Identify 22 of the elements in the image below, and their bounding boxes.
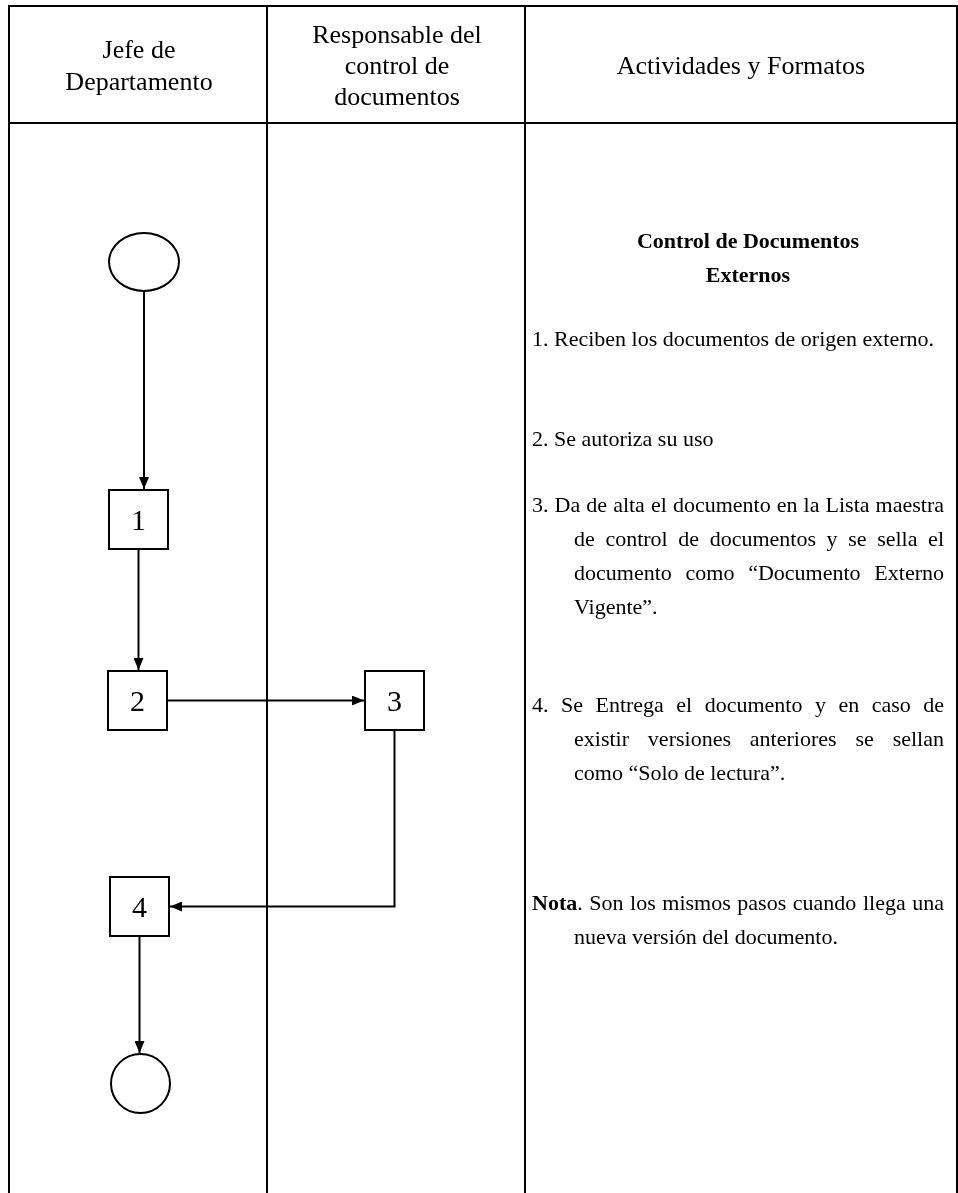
activity-text: 3. Da de alta el documento en la Lista maestra de control de documentos y se sella el documento como “Documento Externo Vigente”.: [532, 491, 944, 621]
terminal-circle: [110, 1053, 171, 1114]
process-box: 1: [108, 489, 169, 550]
activity-text: 1. Reciben los documentos de origen externo.: [532, 325, 935, 353]
lane-heading: Actividades y Formatos: [615, 49, 867, 82]
process-box: 2: [107, 670, 168, 731]
swimlane: [266, 5, 526, 1193]
activity-text: Nota. Son los mismos pasos cuando llega una nueva versión del documento.: [532, 889, 944, 951]
arrow: [133, 549, 144, 671]
activity-text: 2. Se autoriza su uso: [532, 425, 715, 453]
arrow: [134, 936, 145, 1054]
process-box: 4: [109, 876, 170, 937]
arrow: [167, 695, 365, 706]
process-box: 3: [364, 670, 425, 731]
section-title: Control de Documentos Externos: [636, 227, 860, 289]
swimlane: [524, 5, 958, 1193]
lane-heading: Jefe de Departamento: [64, 34, 214, 98]
swimlane: [8, 5, 268, 1193]
arrow: [139, 291, 149, 490]
activity-text: 4. Se Entrega el documento y en caso de existir versiones anteriores se sellan como “Solo de lectura”.: [532, 691, 944, 787]
arrow: [169, 730, 396, 912]
lane-heading: Responsable del control de documentos: [311, 18, 483, 114]
